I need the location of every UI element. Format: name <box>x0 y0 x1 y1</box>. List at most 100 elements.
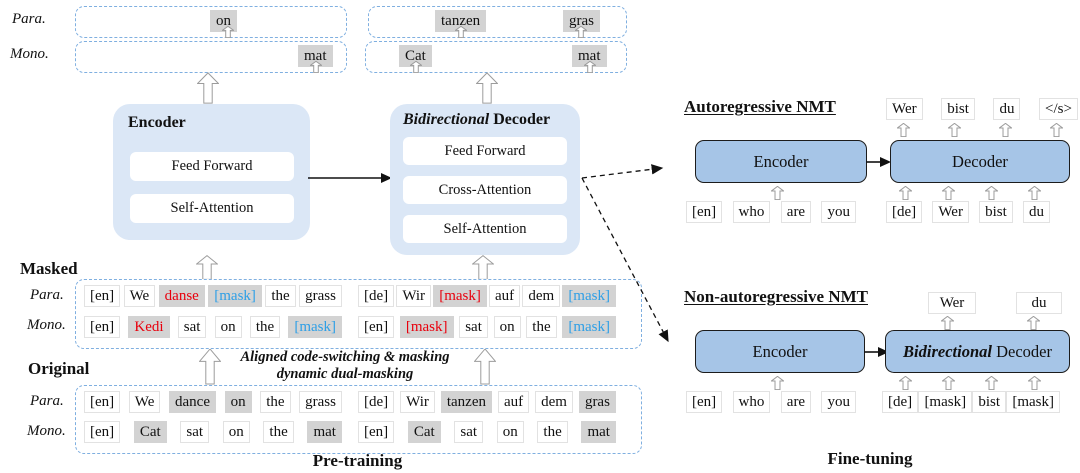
pretraining-caption: Pre-training <box>312 451 403 470</box>
para-label-original: Para. <box>30 393 64 409</box>
token: tanzen <box>440 391 492 413</box>
nar-encoder-block: Encoder <box>695 330 865 373</box>
up-arrow-icon <box>455 26 467 38</box>
masked-section-label: Masked <box>20 259 78 278</box>
up-arrow-icon <box>985 376 998 390</box>
token: Wer <box>886 98 923 120</box>
up-arrow-icon <box>948 123 961 137</box>
token: [mask] <box>1006 391 1060 413</box>
token: you <box>821 391 856 413</box>
token: are <box>780 201 812 223</box>
up-arrow-icon <box>196 255 218 280</box>
decoder-title-bidirectional: Bidirectional <box>403 111 490 128</box>
up-arrow-icon <box>999 123 1012 137</box>
token: [en] <box>358 421 395 443</box>
nar-decoder-block: Bidirectional Decoder <box>885 330 1070 373</box>
ar-encoder-block: Encoder <box>695 140 867 183</box>
mono-label-masked: Mono. <box>27 317 66 333</box>
token: grass <box>299 391 342 413</box>
up-arrow-icon <box>771 186 784 200</box>
decoder-self-attention-layer: Self-Attention <box>403 215 567 243</box>
autoregressive-title: Autoregressive NMT <box>684 97 836 116</box>
up-arrow-icon <box>897 123 910 137</box>
token: the <box>265 285 296 307</box>
token: sat <box>459 316 488 338</box>
token: who <box>732 201 771 223</box>
token: Wer <box>932 201 969 223</box>
arrow-right-icon <box>866 157 891 167</box>
token: [mask] <box>399 316 454 338</box>
token: [mask] <box>562 316 616 338</box>
nar-decoder-inputs: [de][mask]bist[mask] <box>882 391 1060 413</box>
encoder-self-attention-layer: Self-Attention <box>130 194 294 223</box>
token: the <box>249 316 281 338</box>
up-arrow-icon <box>222 26 234 38</box>
para-label-masked: Para. <box>30 287 64 303</box>
up-arrow-icon <box>575 26 587 38</box>
ar-decoder-input-arrows <box>899 186 1041 200</box>
nar-decoder-bidirectional: Bidirectional <box>903 341 992 361</box>
up-arrow-icon <box>310 61 322 73</box>
token: [en] <box>686 391 723 413</box>
up-arrow-icon <box>771 376 784 390</box>
arrow-right-icon <box>308 173 392 183</box>
token: the <box>260 391 291 413</box>
token: tanzen <box>435 10 487 32</box>
token: the <box>537 421 568 443</box>
finetuning-caption: Fine-tuning <box>827 449 913 468</box>
mono-label-top: Mono. <box>10 46 49 62</box>
para-label-top: Para. <box>12 11 46 27</box>
pretrain-encoder-block: Encoder Feed Forward Self-Attention <box>113 104 310 240</box>
token: [en] <box>84 421 121 443</box>
token: auf <box>497 391 530 413</box>
nar-decoder-input-arrows <box>899 376 1041 390</box>
up-arrow-icon <box>476 72 498 104</box>
token: We <box>128 391 161 413</box>
token: [en] <box>84 391 121 413</box>
token: on <box>496 421 524 443</box>
token: du <box>1022 201 1050 223</box>
token: grass <box>299 285 342 307</box>
up-arrow-icon <box>1027 316 1040 330</box>
up-arrow-icon <box>1050 123 1063 137</box>
pretrain-decoder-block: Bidirectional Decoder Feed Forward Cross… <box>390 104 580 255</box>
up-arrow-icon <box>410 61 422 73</box>
token: du <box>993 98 1021 120</box>
token: mat <box>572 45 607 67</box>
up-arrow-icon <box>985 186 998 200</box>
token: gras <box>578 391 616 413</box>
token: [mask] <box>918 391 973 413</box>
token: [mask] <box>562 285 616 307</box>
token: [de] <box>886 201 923 223</box>
token: Kedi <box>128 316 170 338</box>
token: who <box>732 391 771 413</box>
non-autoregressive-title: Non-autoregressive NMT <box>684 287 868 306</box>
token: dem <box>522 285 561 307</box>
token: </s> <box>1039 98 1078 120</box>
token: [en] <box>84 316 121 338</box>
up-arrow-icon <box>474 348 496 385</box>
token: Wir <box>400 391 435 413</box>
decoder-title-rest: Decoder <box>493 111 551 128</box>
token: dem <box>535 391 573 413</box>
token: sat <box>454 421 484 443</box>
token: on <box>493 316 521 338</box>
token: [de] <box>358 285 395 307</box>
encoder-feed-forward-layer: Feed Forward <box>130 152 294 181</box>
token: auf <box>489 285 521 307</box>
token: [mask] <box>433 285 487 307</box>
token: on <box>210 10 237 32</box>
token: mat <box>307 421 342 443</box>
token: du <box>1016 292 1062 314</box>
decoder-cross-attention-layer: Cross-Attention <box>403 176 567 204</box>
token: you <box>821 201 856 223</box>
token: [en] <box>686 201 723 223</box>
token: sat <box>177 316 207 338</box>
nar-decoder-rest: Decoder <box>996 341 1052 361</box>
